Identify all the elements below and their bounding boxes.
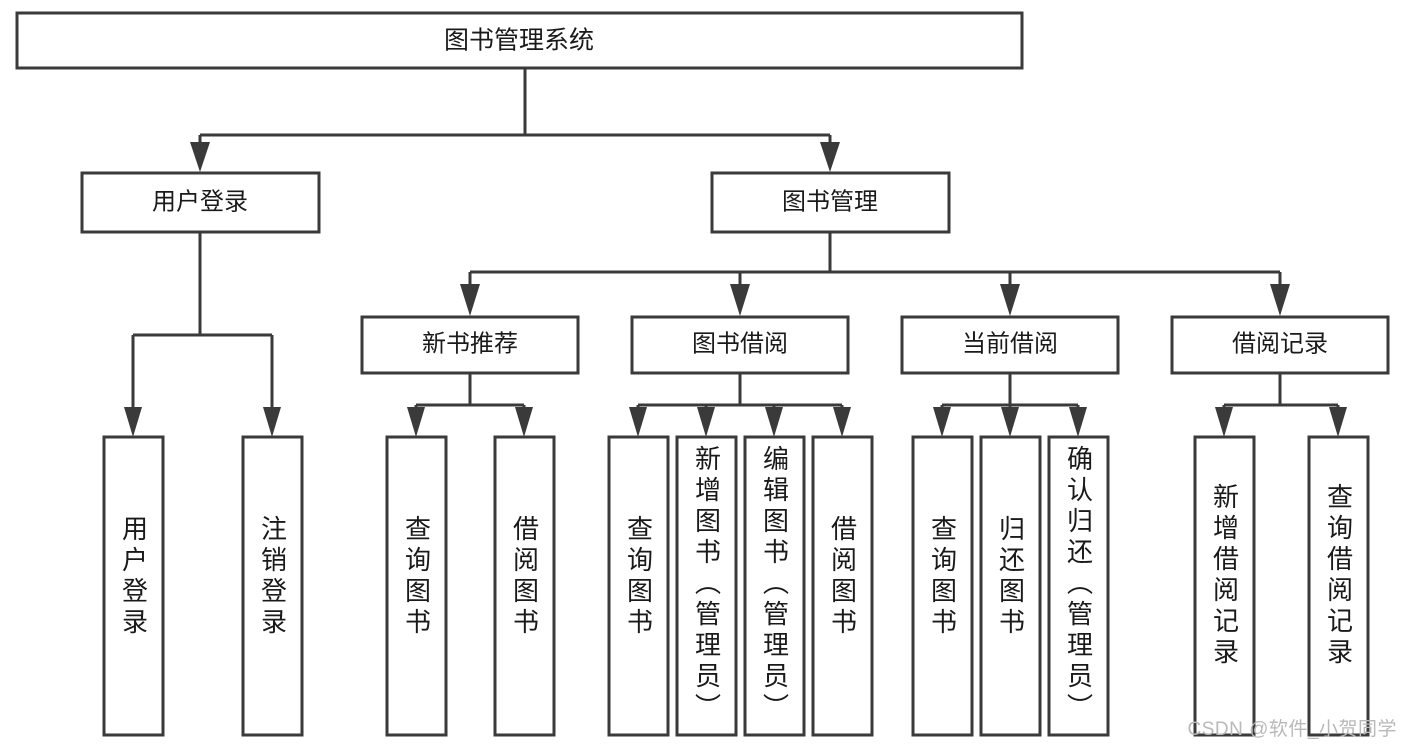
node-borrow-record-box[interactable]: [1170, 315, 1390, 375]
arrow-head-icon: [833, 407, 851, 437]
arrow-head-icon: [765, 407, 783, 437]
leaf-box-return-book[interactable]: [979, 435, 1042, 737]
node-user-login-box[interactable]: [80, 171, 321, 234]
connector-group-book-borrow: [629, 373, 851, 437]
arrow-head-icon: [697, 407, 715, 437]
connector-group-root: [190, 68, 840, 172]
connector-group-current-borrow: [933, 373, 1087, 437]
leaf-box-borrow-book-1[interactable]: [493, 435, 556, 737]
leaf-box-edit-book[interactable]: [743, 435, 806, 737]
leaf-box-user-login[interactable]: [102, 435, 165, 737]
arrow-head-icon: [263, 407, 281, 437]
leaf-box-query-book-1[interactable]: [385, 435, 448, 737]
arrow-head-icon: [730, 284, 750, 316]
node-root-system[interactable]: 图书管理系统: [15, 11, 1024, 70]
node-user-login[interactable]: 用户登录: [80, 171, 321, 234]
leaf-box-logout[interactable]: [241, 435, 304, 737]
node-new-book-recommend[interactable]: 新书推荐: [360, 315, 580, 375]
connector-group-book-manage: [460, 232, 1290, 316]
node-current-borrow[interactable]: 当前借阅: [900, 315, 1120, 375]
watermark-text: CSDN @软件_小贺同学: [1187, 719, 1397, 740]
node-book-manage-label: 图书管理: [782, 188, 878, 215]
node-borrow-record-label: 借阅记录: [1232, 330, 1328, 357]
node-book-borrow-box[interactable]: [630, 315, 850, 375]
connector-group-new-book: [407, 373, 533, 437]
leaf-box-add-record[interactable]: [1193, 435, 1256, 737]
leaf-box-group: [102, 435, 1370, 737]
arrow-head-icon: [407, 407, 425, 437]
arrow-head-icon: [1215, 407, 1233, 437]
arrow-head-icon: [933, 407, 951, 437]
leaf-box-add-book[interactable]: [675, 435, 738, 737]
connector-group-borrow-record: [1215, 373, 1347, 437]
arrow-head-icon: [190, 142, 210, 172]
node-book-manage-box[interactable]: [710, 171, 951, 234]
arrow-head-icon: [1329, 407, 1347, 437]
node-root-label: 图书管理系统: [444, 27, 594, 55]
arrow-head-icon: [1069, 407, 1087, 437]
arrow-head-icon: [1000, 284, 1020, 316]
node-new-book-recommend-box[interactable]: [360, 315, 580, 375]
node-current-borrow-box[interactable]: [900, 315, 1120, 375]
node-book-manage[interactable]: 图书管理: [710, 171, 951, 234]
node-new-book-recommend-label: 新书推荐: [422, 330, 518, 357]
arrow-head-icon: [124, 407, 142, 437]
node-current-borrow-label: 当前借阅: [962, 330, 1058, 357]
arrow-head-icon: [820, 142, 840, 172]
leaf-box-query-book-2[interactable]: [607, 435, 670, 737]
connector-group-user-login: [124, 232, 281, 437]
node-book-borrow-label: 图书借阅: [692, 330, 788, 357]
node-user-login-label: 用户登录: [152, 188, 248, 215]
leaf-box-query-record[interactable]: [1307, 435, 1370, 737]
node-book-borrow[interactable]: 图书借阅: [630, 315, 850, 375]
node-borrow-record[interactable]: 借阅记录: [1170, 315, 1390, 375]
arrow-head-icon: [515, 407, 533, 437]
leaf-box-borrow-book-2[interactable]: [811, 435, 874, 737]
leaf-box-confirm-return[interactable]: [1047, 435, 1110, 737]
arrow-head-icon: [460, 284, 480, 316]
leaf-box-query-book-3[interactable]: [911, 435, 974, 737]
arrow-head-icon: [1001, 407, 1019, 437]
node-root-box[interactable]: [15, 11, 1024, 70]
arrow-head-icon: [1270, 284, 1290, 316]
arrow-head-icon: [629, 407, 647, 437]
